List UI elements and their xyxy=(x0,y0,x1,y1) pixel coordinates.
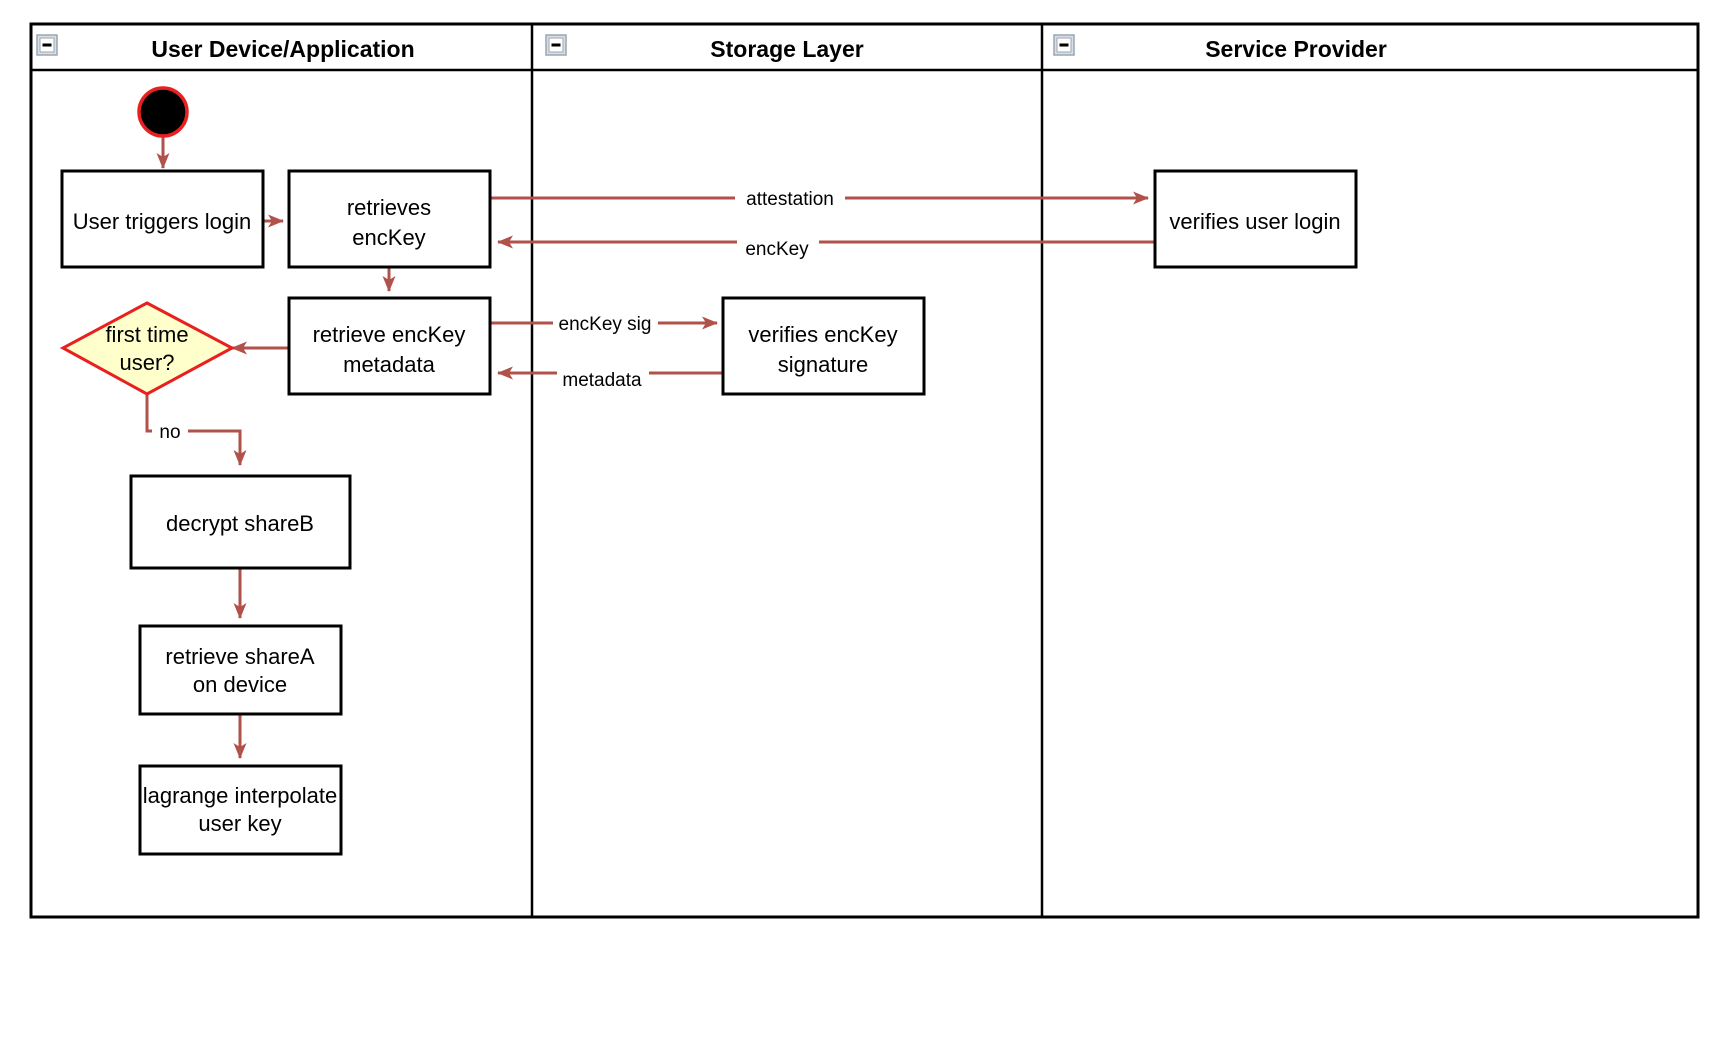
collapse-minus-icon[interactable] xyxy=(1053,34,1075,56)
pool-container xyxy=(29,22,1700,919)
lane-title-storage-layer: Storage Layer xyxy=(710,36,863,62)
node-verifies-user-login[interactable]: verifies user login xyxy=(1153,169,1358,269)
pool-outline xyxy=(29,22,1700,919)
node-label-retrieves-enckey-line1: retrieves xyxy=(347,195,431,220)
node-retrieve-sharea[interactable]: retrieve shareA on device xyxy=(138,624,343,716)
edge-label-metadata: metadata xyxy=(562,370,642,391)
node-label-decrypt-shareb: decrypt shareB xyxy=(166,511,314,536)
node-label-first-time-user-line2: user? xyxy=(119,350,174,375)
node-verifies-enckey-signature[interactable]: verifies encKey signature xyxy=(721,296,926,396)
node-label-retrieve-sharea-line1: retrieve shareA xyxy=(165,644,315,669)
node-label-retrieve-enckey-metadata-line1: retrieve encKey xyxy=(313,322,466,347)
edge-metadata-to-verifies-sig: encKey sig xyxy=(490,311,718,335)
collapse-minus-icon[interactable] xyxy=(545,34,567,56)
edge-label-enckey-sig: encKey sig xyxy=(559,314,652,335)
node-user-triggers-login[interactable]: User triggers login xyxy=(60,169,265,269)
edge-label-no: no xyxy=(159,422,180,443)
node-label-lagrange-line2: user key xyxy=(198,811,281,836)
node-first-time-user-decision[interactable]: first time user? xyxy=(59,301,236,396)
node-decrypt-shareb[interactable]: decrypt shareB xyxy=(129,474,352,570)
node-label-verifies-enckey-signature-line2: signature xyxy=(778,352,869,377)
node-label-lagrange-line1: lagrange interpolate xyxy=(143,783,337,808)
lane-header-storage-layer[interactable]: Storage Layer xyxy=(545,34,864,62)
lane-header-user-device[interactable]: User Device/Application xyxy=(36,34,415,62)
lane-title-service-provider: Service Provider xyxy=(1205,36,1387,62)
collapse-minus-icon[interactable] xyxy=(36,34,58,56)
lane-header-service-provider[interactable]: Service Provider xyxy=(1053,34,1387,62)
node-label-verifies-enckey-signature-line1: verifies encKey xyxy=(748,322,897,347)
node-label-user-triggers-login: User triggers login xyxy=(73,209,252,234)
edge-label-enckey: encKey xyxy=(745,239,809,260)
node-label-retrieve-sharea-line2: on device xyxy=(193,672,287,697)
lane-title-user-device: User Device/Application xyxy=(151,36,414,62)
edge-retrieves-to-verifies-login: attestation xyxy=(490,186,1149,210)
start-circle-icon xyxy=(137,86,189,138)
node-lagrange-interpolate[interactable]: lagrange interpolate user key xyxy=(138,764,343,856)
edge-decision-to-decrypt: no xyxy=(145,395,247,466)
edge-label-attestation: attestation xyxy=(746,189,834,210)
node-label-retrieves-enckey-line2: encKey xyxy=(352,225,425,250)
node-label-verifies-user-login: verifies user login xyxy=(1169,209,1340,234)
node-retrieves-enckey[interactable]: retrieves encKey xyxy=(287,169,492,269)
node-start[interactable] xyxy=(137,86,189,138)
decision-diamond-shape xyxy=(59,301,236,396)
edge-verifies-login-to-retrieves: encKey xyxy=(497,235,1155,260)
node-label-retrieve-enckey-metadata-line2: metadata xyxy=(343,352,435,377)
node-label-first-time-user-line1: first time xyxy=(105,322,188,347)
node-retrieve-enckey-metadata[interactable]: retrieve encKey metadata xyxy=(287,296,492,396)
edge-verifies-sig-to-metadata: metadata xyxy=(497,366,723,391)
